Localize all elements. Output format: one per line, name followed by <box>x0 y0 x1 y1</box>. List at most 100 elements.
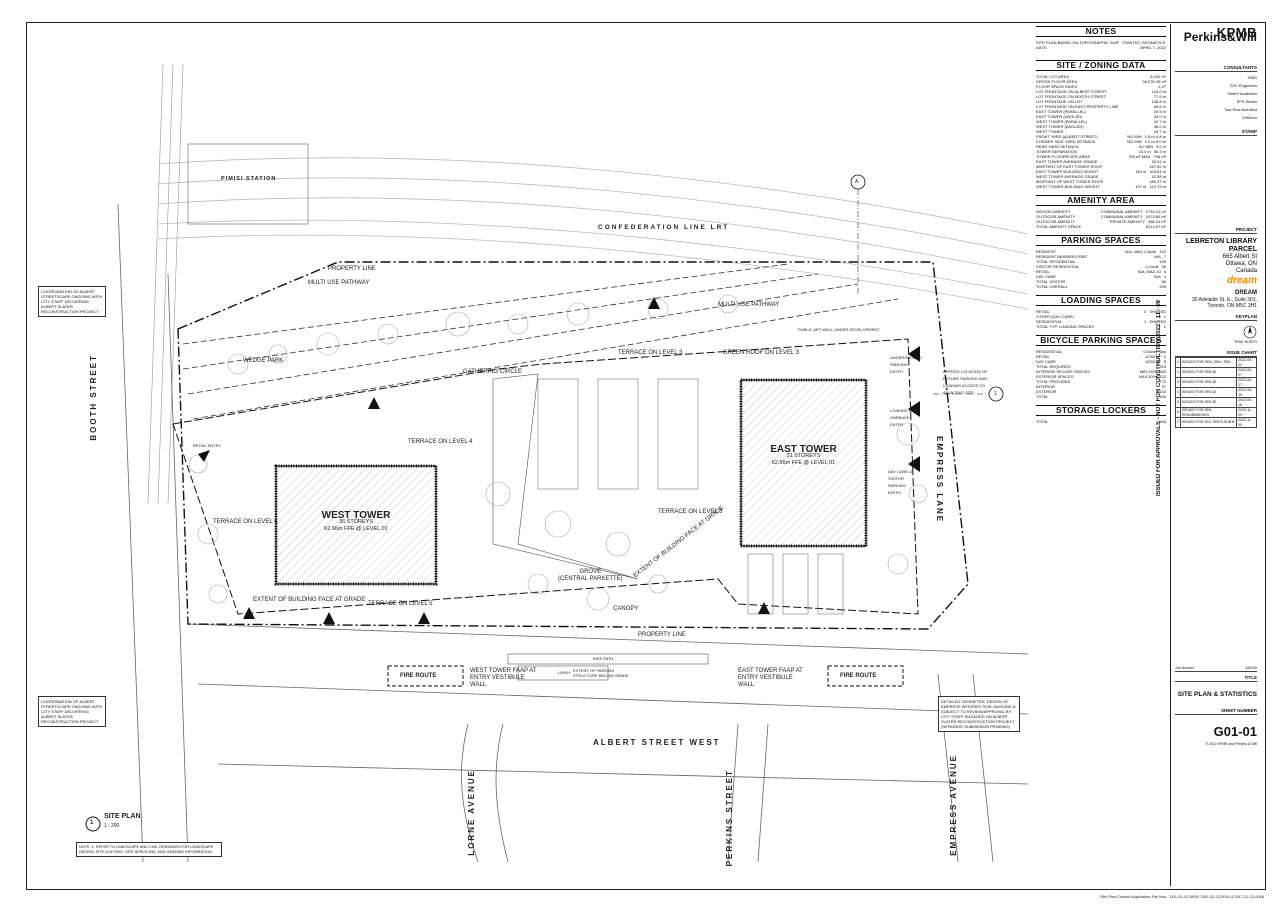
issue-cell: 2022-11-09 <box>1236 407 1257 418</box>
amenity-cell: COMMUNAL AMENITY <box>1100 214 1143 219</box>
site-zoning-cell: EAST TOWER BUILDING HEIGHT <box>1036 169 1099 174</box>
amenity-cell: OUTDOOR AMENITY <box>1036 219 1076 224</box>
site-zoning-row: WEST TOWER (ANGLED)36.0 m <box>1036 124 1166 129</box>
west-faap-label: WEST TOWER FAAP AT ENTRY VESTIBULE WALL <box>470 668 537 688</box>
site-zoning-cell: EAST TOWER AVERAGE GRADE <box>1036 159 1098 164</box>
loading-title: LOADING SPACES <box>1036 295 1166 306</box>
site-zoning-cell: 77.9 m <box>1153 94 1166 99</box>
title-label: TITLE <box>1175 674 1257 682</box>
west-tower-ffe: 62.96m FFE @ LEVEL 01 <box>324 526 388 532</box>
site-zoning-cell: WEST TOWER <box>1036 129 1064 134</box>
east-tower-storeys: 31 STOREYS <box>786 453 821 459</box>
empress-avenue-label: EMPRESS AVENUE <box>949 754 958 856</box>
site-zoning-cell: NO MIN <box>1127 139 1142 144</box>
site-zoning-cell: LOT FRONTAGE ON EAST PROPERTY LINE <box>1036 104 1119 109</box>
keyplan-label: KEYPLAN <box>1175 313 1257 321</box>
parking-cell: TOTAL VISITOR <box>1036 279 1066 284</box>
empress-intersection-note: DETAILED GEOMETRIC DESIGN OF EMPRESS INT… <box>938 696 1020 732</box>
statistics-panel: NOTES SITE PLAN BASED ON TOPOGRAPHIC SUR… <box>1036 24 1166 744</box>
ext-parking-label: EXTENT OF PARKING STRUCTURE BELOW GRADE <box>573 668 629 678</box>
notes-val: APRIL 7, 2022 <box>1140 45 1166 50</box>
bicycle-cell: 540 <box>1159 369 1166 374</box>
bicycle-cell: 1/250 m² <box>1144 359 1161 364</box>
site-zoning-cell: 62.91 m <box>1151 159 1166 164</box>
loading-cell: RETAIL <box>1036 309 1050 314</box>
grid-bubble-1: 1 <box>994 391 997 397</box>
amenity-cell: COMMUNAL AMENITY <box>1100 209 1143 214</box>
bicycle-cell: 315 <box>1159 364 1166 369</box>
parking-cell: 132 <box>1159 249 1166 254</box>
consultants-label: CONSULTANTS <box>1175 64 1257 72</box>
bicycle-cell: 132 <box>1159 389 1166 394</box>
site-plan-note: NOTE: 1. REFER TO LANDSCAPE AND CIVIL DR… <box>76 842 222 857</box>
loading-cell: OTHER (DAY CARE) <box>1036 314 1074 319</box>
consultant-name: RJC Engineers <box>1230 83 1257 88</box>
lockers-title: STORAGE LOCKERS <box>1036 405 1166 416</box>
site-zoning-row: EAST TOWER (ANGLED)43.0 m <box>1036 114 1166 119</box>
bicycle-cell: MIN 25% <box>1139 369 1157 374</box>
true-north-label: TRUE NORTH <box>1234 340 1257 344</box>
notes-key: SITE PLAN BASED ON TOPOGRAPHIC SURVEY BY… <box>1036 40 1119 45</box>
site-zoning-title: SITE / ZONING DATA <box>1036 60 1166 71</box>
site-zoning-cell: CORNER SIDE YARD SETBACK <box>1036 139 1096 144</box>
site-zoning-row: WEST TOWER (PARALLEL)42.7 m <box>1036 119 1166 124</box>
site-zoning-cell: GROSS FLOOR AREA <box>1036 79 1078 84</box>
site-zoning-cell: 36,278.39 m² <box>1142 79 1166 84</box>
copyright: © 2022 KPMB and Perkins & Will <box>1205 742 1257 746</box>
issued-stamp-text: ISSUED FOR APPROVALS - NOT FOR CONSTRUCT… <box>1156 300 1162 497</box>
consultant-name: Smith+Andersen <box>1227 91 1257 96</box>
terrace-level3-label: TERRACE ON LEVEL 3 <box>618 350 683 356</box>
parking-cell: N/A <box>1154 254 1161 259</box>
site-zoning-cell: 0.0 m-9.0 m <box>1144 139 1166 144</box>
parking-cell: VISITOR RESIDENTIAL <box>1036 264 1080 269</box>
job-number-value: 440200 <box>1245 666 1257 670</box>
site-zoning-cell: NO MIN <box>1138 144 1153 149</box>
footer-file-numbers: Site Plan Control Application File Nos.:… <box>1100 894 1265 899</box>
bicycle-cell: RESIDENTIAL <box>1036 349 1063 354</box>
site-zoning-cell: LOT FRONTAGE ON LRT <box>1036 99 1083 104</box>
grove-label: GROVE (CENTRAL PARKETTE) <box>558 569 623 583</box>
issue-cell: 2022-08-19 <box>1236 387 1257 398</box>
parking-cell: RESIDENT BARRIER-FREE <box>1036 254 1088 259</box>
gathering-circle-label: GATHERING CIRCLE <box>463 369 522 375</box>
fire-route-box-2 <box>827 665 904 687</box>
bicycle-cell: DAY CARE <box>1036 359 1057 364</box>
west-tower-info: WEST TOWER 36 STOREYS 62.96m FFE @ LEVEL… <box>276 511 436 533</box>
site-zoning-cell: 36.0 m <box>1153 124 1166 129</box>
drawing-sheet <box>26 22 1266 890</box>
loading-cell: 1 <box>1163 314 1166 319</box>
issue-cell: ISSUED FOR OPA / ZBA / SPA <box>1179 357 1238 368</box>
parking-cell: TOTAL OVERALL <box>1036 284 1068 289</box>
site-zoning-cell: REAR YARD SETBACK <box>1036 144 1079 149</box>
consultant-name: TMIG <box>1247 75 1257 80</box>
bicycle-cell: EXTERIOR <box>1036 389 1057 394</box>
dream-logo: dream <box>1226 275 1257 286</box>
parking-cell: N/A, MAX 1.5/per <box>1125 249 1157 254</box>
site-plan-title: SITE PLAN <box>104 813 141 820</box>
loading-cell: SHARED <box>1149 309 1166 314</box>
site-plan-number: 1 <box>90 820 94 826</box>
east-faap-label: EAST TOWER FAAP AT ENTRY VESTIBULE WALL <box>738 668 803 688</box>
notes-title: NOTES <box>1036 26 1166 37</box>
loading-cell: 0 <box>1144 309 1147 314</box>
pimisi-station-outline <box>187 143 309 225</box>
bicycle-cell: 169 <box>1159 394 1166 399</box>
site-zoning-row: EAST TOWER (PARALLEL)29.5 m <box>1036 109 1166 114</box>
green-roof-label: GREEN ROOF ON LEVEL 3 <box>723 350 800 356</box>
north-arrow-icon <box>1243 325 1257 339</box>
amenity-cell: 5214.57 m² <box>1145 224 1166 229</box>
